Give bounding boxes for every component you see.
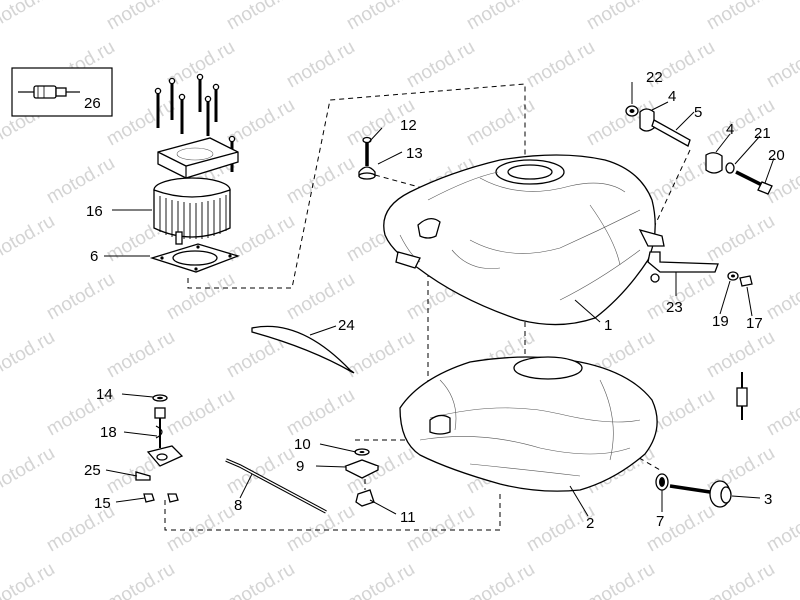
watermark-text: motod.ru (0, 0, 58, 34)
callout-12: 12 (400, 117, 417, 134)
watermark-text: motod.ru (223, 559, 298, 600)
watermark-text: motod.ru (43, 269, 118, 325)
watermark-text: motod.ru (0, 443, 58, 499)
fuel-pump-16 (153, 177, 231, 245)
callout-22: 22 (646, 69, 663, 86)
callout-1: 1 (604, 317, 612, 334)
callout-17: 17 (746, 315, 763, 332)
watermark-text: motod.ru (643, 501, 718, 557)
watermark-text: motod.ru (703, 211, 778, 267)
watermark-text: motod.ru (763, 501, 800, 557)
watermark-text: motod.ru (103, 559, 178, 600)
callout-21: 21 (754, 125, 771, 142)
watermark-text: motod.ru (103, 0, 178, 34)
watermark-text: motod.ru (463, 0, 538, 34)
watermark-text: motod.ru (163, 269, 238, 325)
watermark-text: motod.ru (163, 501, 238, 557)
watermark-text: motod.ru (343, 327, 418, 383)
watermark-text: motod.ru (283, 269, 358, 325)
watermark-text: motod.ru (403, 37, 478, 93)
gasket-6 (149, 243, 241, 273)
callout-7: 7 (656, 513, 664, 530)
watermark-text: motod.ru (0, 559, 58, 600)
watermark-text: motod.ru (283, 37, 358, 93)
callout-16: 16 (86, 203, 103, 220)
leader-lines (104, 82, 775, 517)
watermark-text: motod.ru (343, 559, 418, 600)
tank-cover-1 (383, 154, 665, 326)
bracket-23-parts-19-17 (647, 251, 753, 287)
callout-3: 3 (764, 491, 772, 508)
trim-strip-24 (251, 325, 355, 374)
clamp-7-filler-3 (655, 473, 732, 508)
callout-24: 24 (338, 317, 355, 334)
watermark-text: motod.ru (763, 385, 800, 441)
callout-9: 9 (296, 458, 304, 475)
watermark-text: motod.ru (223, 95, 298, 151)
callout-26: 26 (84, 95, 101, 112)
filter-part-26 (11, 67, 113, 117)
callout-18: 18 (100, 424, 117, 441)
watermark-text: motod.ru (103, 327, 178, 383)
watermark-text: motod.ru (283, 153, 358, 209)
watermark-text: motod.ru (103, 95, 178, 151)
mount-parts-10-9-11 (344, 448, 380, 507)
watermark-text: motod.ru (523, 37, 598, 93)
watermark-text: motod.ru (763, 269, 800, 325)
callout-20: 20 (768, 147, 785, 164)
callout-2: 2 (586, 515, 594, 532)
watermark-text: motod.ru (763, 37, 800, 93)
watermark-text: motod.ru (463, 95, 538, 151)
watermark-text: motod.ru (583, 0, 658, 34)
watermark-text: motod.ru (343, 0, 418, 34)
callout-13: 13 (406, 145, 423, 162)
watermark-text: motod.ru (463, 559, 538, 600)
callout-10: 10 (294, 436, 311, 453)
callout-8: 8 (234, 497, 242, 514)
watermark-text: motod.ru (703, 559, 778, 600)
spacer-parts-22-4-5 (625, 105, 691, 147)
watermark-text: motod.ru (0, 327, 58, 383)
callout-6: 6 (90, 248, 98, 265)
callout-19: 19 (712, 313, 729, 330)
sender-unit-14-18-25-15 (135, 394, 184, 503)
callout-4-upper: 4 (668, 88, 676, 105)
watermark-text: motod.ru (283, 385, 358, 441)
watermark-text: motod.ru (223, 0, 298, 34)
fuel-tank-2 (399, 356, 658, 492)
callout-11: 11 (400, 509, 416, 526)
callout-14: 14 (96, 386, 113, 403)
watermark-text: motod.ru (0, 211, 58, 267)
inline-valve (736, 372, 748, 420)
watermark-text: motod.ru (43, 153, 118, 209)
callout-4-lower: 4 (726, 121, 734, 138)
watermark-text: motod.ru (703, 0, 778, 34)
callout-labels: 1 2 3 4 4 5 6 7 8 9 10 11 12 13 14 15 16… (84, 69, 785, 532)
callout-5: 5 (694, 104, 702, 121)
rod-8 (225, 458, 327, 514)
watermark-text: motod.ru (583, 559, 658, 600)
watermark-text: motod.ru (703, 327, 778, 383)
watermark-text: motod.ru (163, 385, 238, 441)
pump-flange-plate (157, 137, 239, 179)
spacer-parts-4-21-20 (705, 152, 773, 195)
callout-25: 25 (84, 462, 101, 479)
callout-15: 15 (94, 495, 111, 512)
callout-23: 23 (666, 299, 683, 316)
